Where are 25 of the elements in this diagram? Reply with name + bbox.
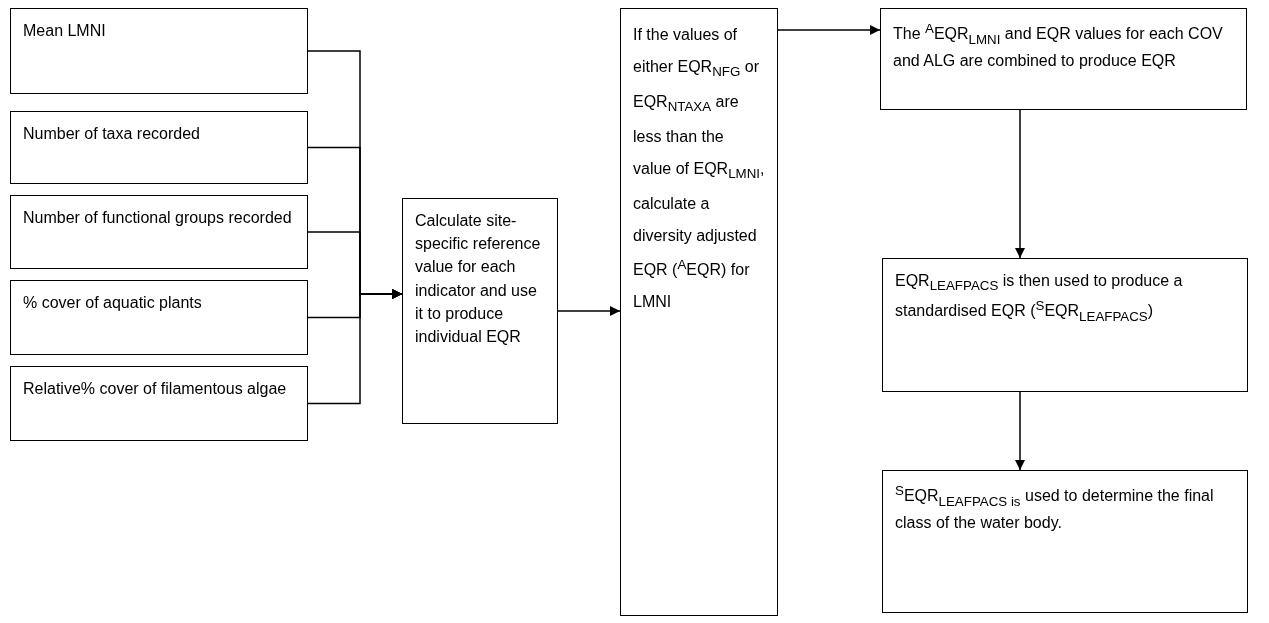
arrow [557, 305, 621, 317]
arrow [307, 288, 403, 405]
process-box [880, 8, 1247, 110]
process-box [402, 198, 558, 424]
process-box [882, 258, 1248, 392]
box-text: % cover of aquatic plants [23, 293, 203, 313]
process-box [10, 366, 308, 441]
process-box [10, 195, 308, 269]
box-text: Mean LMNI [23, 21, 107, 41]
box-text: Number of taxa recorded [23, 124, 201, 144]
process-box [10, 280, 308, 355]
box-text: $^{S}$EQR$_{LEAFPACS is}$ used to determine the final class of the water body. [895, 482, 1215, 533]
process-box [882, 470, 1248, 613]
arrow [1014, 109, 1026, 259]
box-text: Relative% cover of filamentous algae [23, 379, 288, 399]
arrow [777, 24, 881, 36]
box-text: Number of functional groups recorded [23, 208, 293, 228]
box-text: The $^{A}$EQR$_{LMNI}$ and EQR values for each COV and ALG are combined to produce EQR [893, 20, 1224, 71]
box-text: EQR$_{LEAFPACS}$ is then used to produce a standardised EQR ($^{S}$EQR$_{LEAFPACS}$) [895, 271, 1184, 325]
process-box [10, 8, 308, 94]
arrow [1014, 391, 1026, 471]
box-text: If the values of either EQR$_{NFG}$ or EQR$_{NTAXA}$ are less than the value of EQR$_{LMNI}$, calculate a diversity adjusted EQR ($^{A}$EQR) for LMNI [633, 25, 765, 312]
process-box [10, 111, 308, 184]
process-box [620, 8, 778, 616]
box-text: Calculate site-specific reference value for each indicator and use it to produce individual EQR [415, 211, 542, 347]
